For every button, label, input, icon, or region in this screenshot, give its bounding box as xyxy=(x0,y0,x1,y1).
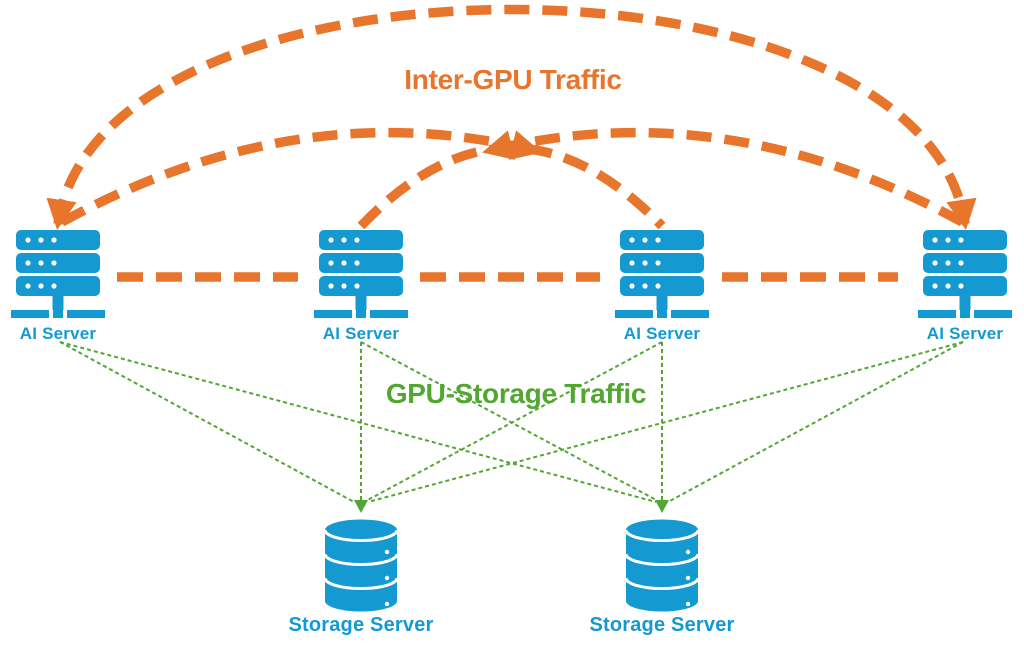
inter-gpu-traffic-links xyxy=(46,4,977,282)
ai-server-label-4: AI Server xyxy=(926,324,1004,343)
ai-server-label-3: AI Server xyxy=(623,324,701,343)
gpu-storage-link-s1-st2 xyxy=(59,341,657,503)
gpu-storage-link-s2-st2 xyxy=(360,341,661,503)
gpu-storage-link-s1-st1 xyxy=(59,341,355,503)
inter-gpu-arc-left xyxy=(59,127,542,227)
ai-server-label-2: AI Server xyxy=(322,324,400,343)
inter-gpu-arc-right xyxy=(482,127,965,227)
ai-server-icon-1 xyxy=(11,230,105,318)
storage-server-icon-1 xyxy=(323,518,399,613)
inter-gpu-traffic-title: Inter-GPU Traffic xyxy=(404,64,622,95)
gpu-storage-link-s4-st2 xyxy=(667,341,964,503)
storage-server-label-1: Storage Server xyxy=(288,614,434,636)
gpu-storage-traffic-links xyxy=(59,341,964,513)
gpu-storage-traffic-title: GPU-Storage Traffic xyxy=(385,378,647,409)
gpu-storage-link-s3-st1 xyxy=(363,341,663,503)
inter-gpu-arc-inner xyxy=(357,143,666,230)
ai-server-label-1: AI Server xyxy=(19,324,97,343)
inter-gpu-arc-outer xyxy=(46,4,977,231)
ai-server-icon-2 xyxy=(314,230,408,318)
ai-server-icon-4 xyxy=(918,230,1012,318)
storage-arrowhead-2 xyxy=(655,500,669,513)
gpu-storage-link-s4-st1 xyxy=(367,341,964,503)
ai-server-icon-3 xyxy=(615,230,709,318)
storage-arrowhead-1 xyxy=(354,500,368,513)
storage-server-label-2: Storage Server xyxy=(589,614,735,636)
storage-server-icon-2 xyxy=(624,518,700,613)
